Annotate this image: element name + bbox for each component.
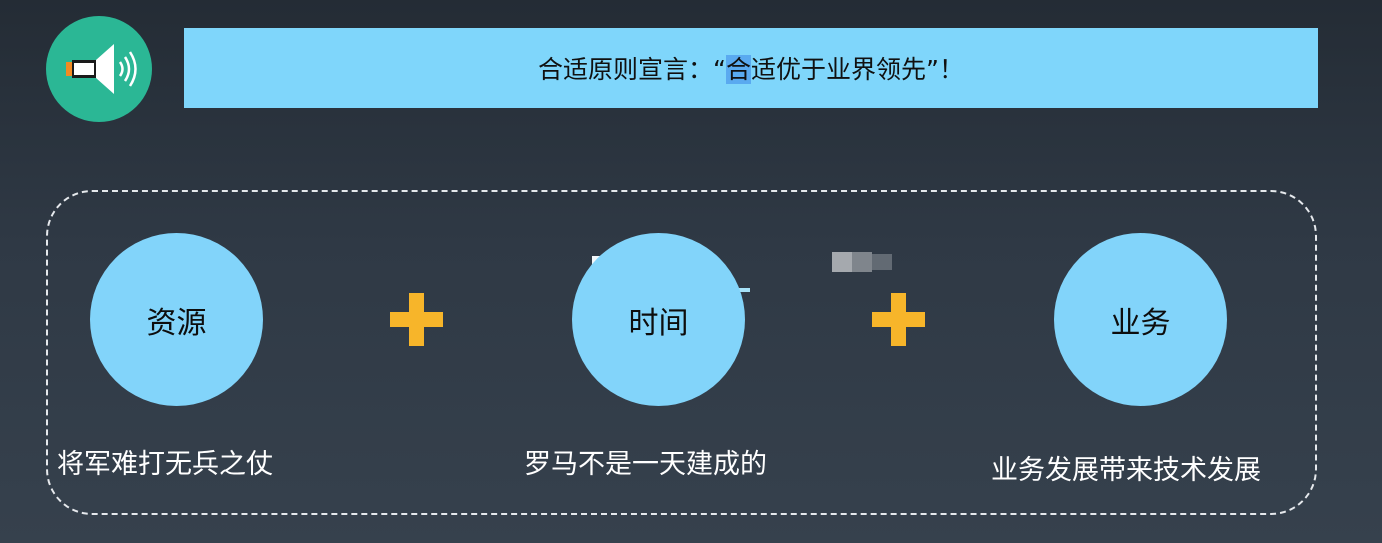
title-prefix: 合适原则宣言：“ [538, 55, 726, 84]
plus-icon [390, 293, 443, 346]
plus-icon [872, 293, 925, 346]
speaker-icon [66, 44, 137, 94]
pillar-caption-business: 业务发展带来技术发展 [991, 455, 1261, 486]
title-suffix: 适优于业界领先”！ [751, 55, 964, 84]
pillar-label: 时间 [628, 305, 689, 341]
title-highlight: 合 [725, 55, 751, 84]
dashed-frame [46, 190, 1317, 515]
pillar-circle-business: 业务 [1054, 233, 1227, 406]
pillar-label: 业务 [1110, 305, 1171, 341]
title-banner: 合适原则宣言：“合适优于业界领先”！ [184, 28, 1318, 108]
pillar-circle-resources: 资源 [90, 233, 263, 406]
pillar-circle-time: 时间 [572, 233, 745, 406]
page-title: 合适原则宣言：“合适优于业界领先”！ [538, 50, 964, 86]
pillar-label: 资源 [146, 305, 207, 341]
speaker-badge [46, 16, 152, 122]
pillar-caption-time: 罗马不是一天建成的 [524, 449, 767, 480]
pillar-caption-resources: 将军难打无兵之仗 [57, 449, 273, 480]
